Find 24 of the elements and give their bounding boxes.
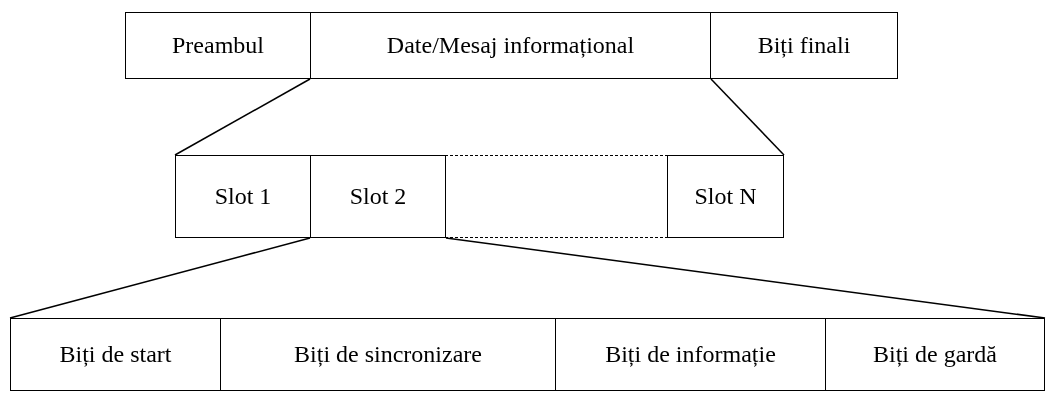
field-label: Biți de sincronizare [294, 341, 482, 368]
expansion-line [9, 237, 311, 319]
field-box [710, 12, 898, 79]
field-label: Biți finali [757, 32, 851, 59]
field-box [220, 318, 556, 391]
field-label: Date/Mesaj informațional [386, 32, 635, 59]
field-box [667, 155, 784, 238]
field-box [310, 12, 711, 79]
expansion-line [445, 237, 1046, 319]
field-box [10, 318, 221, 391]
field-box [825, 318, 1045, 391]
field-box [175, 155, 311, 238]
field-label: Biți de informație [605, 341, 776, 368]
expansion-line [710, 78, 785, 156]
field-label: Slot N [694, 183, 757, 210]
field-box [125, 12, 311, 79]
field-label: Biți de start [59, 341, 172, 368]
field-box [310, 155, 446, 238]
field-label: Biți de gardă [873, 341, 997, 368]
field-label: Preambul [172, 32, 264, 59]
field-label: Slot 1 [214, 183, 272, 210]
field-box [555, 318, 826, 391]
field-label: Slot 2 [349, 183, 407, 210]
expansion-line [174, 78, 311, 156]
